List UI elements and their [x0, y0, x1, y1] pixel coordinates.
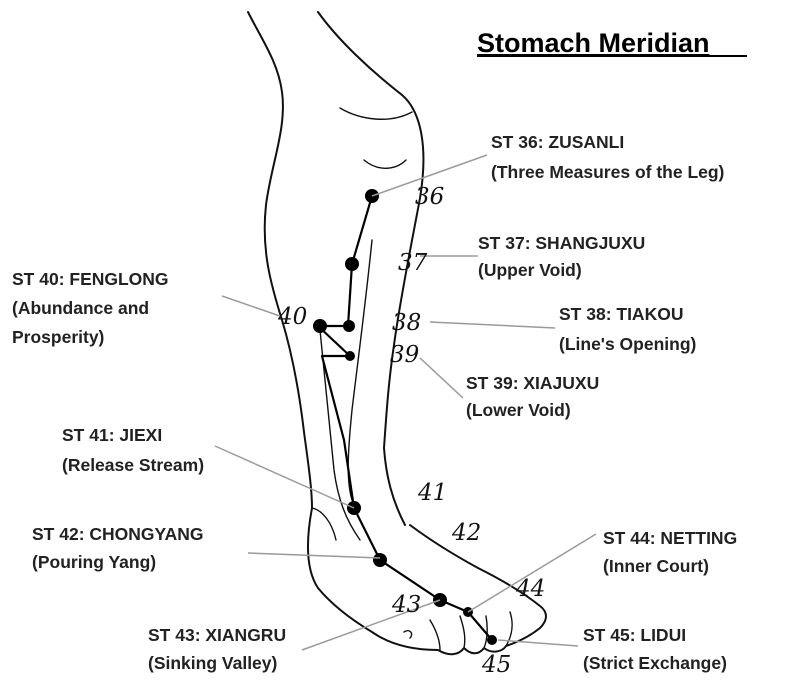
point-numbers: 36 37 38 39 40 41 42 43 44 45 [277, 184, 545, 678]
label-st45-meaning: (Strict Exchange) [583, 653, 727, 673]
label-st40-meaning-2: Prosperity) [12, 327, 104, 347]
leader-st38 [430, 322, 555, 328]
knee-contour [340, 108, 412, 119]
number-37: 37 [398, 250, 428, 276]
leader-st42 [248, 553, 380, 558]
label-st36-meaning: (Three Measures of the Leg) [491, 162, 724, 182]
label-st39-name: ST 39: XIAJUXU [466, 373, 599, 393]
label-st45-name: ST 45: LIDUI [583, 625, 686, 645]
number-41: 41 [417, 480, 447, 506]
label-st41-name: ST 41: JIEXI [62, 425, 162, 445]
diagram-title: Stomach Meridian [477, 28, 710, 58]
toe-crease-2 [460, 616, 465, 648]
label-st44-name: ST 44: NETTING [603, 528, 737, 548]
number-36: 36 [415, 184, 444, 210]
point-st38 [343, 320, 355, 332]
point-st37 [345, 257, 359, 271]
point-st40 [313, 319, 327, 333]
label-st44-meaning: (Inner Court) [603, 556, 709, 576]
number-40: 40 [277, 304, 307, 330]
label-st39-meaning: (Lower Void) [466, 400, 571, 420]
leader-st40 [222, 296, 280, 316]
point-st42 [373, 553, 387, 567]
number-44: 44 [515, 576, 545, 602]
ankle-contour [312, 508, 336, 540]
leg-back-contour [248, 12, 312, 508]
foot-contour [308, 508, 546, 654]
label-st43-name: ST 43: XIANGRU [148, 625, 286, 645]
leader-st39 [420, 358, 463, 398]
toe-crease-1 [430, 620, 440, 650]
point-st39 [345, 351, 355, 361]
number-38: 38 [392, 310, 421, 336]
label-st40-name: ST 40: FENGLONG [12, 269, 169, 289]
label-st41-meaning: (Release Stream) [62, 455, 204, 475]
point-st45 [487, 635, 497, 645]
label-st42-name: ST 42: CHONGYANG [32, 524, 203, 544]
number-43: 43 [391, 592, 421, 618]
toe-nail [404, 631, 412, 638]
number-45: 45 [481, 652, 511, 678]
label-st36-name: ST 36: ZUSANLI [491, 132, 624, 152]
label-st38-name: ST 38: TIAKOU [559, 304, 683, 324]
label-st42-meaning: (Pouring Yang) [32, 552, 156, 572]
label-st38-meaning: (Line's Opening) [559, 334, 696, 354]
label-st37-meaning: (Upper Void) [478, 260, 582, 280]
number-42: 42 [451, 520, 481, 546]
point-labels: ST 36: ZUSANLI (Three Measures of the Le… [12, 132, 737, 673]
number-39: 39 [390, 342, 419, 368]
label-st40-meaning: (Abundance and [12, 298, 149, 318]
kneecap-contour [364, 160, 406, 168]
label-st37-name: ST 37: SHANGJUXU [478, 233, 645, 253]
label-st43-meaning: (Sinking Valley) [148, 653, 277, 673]
